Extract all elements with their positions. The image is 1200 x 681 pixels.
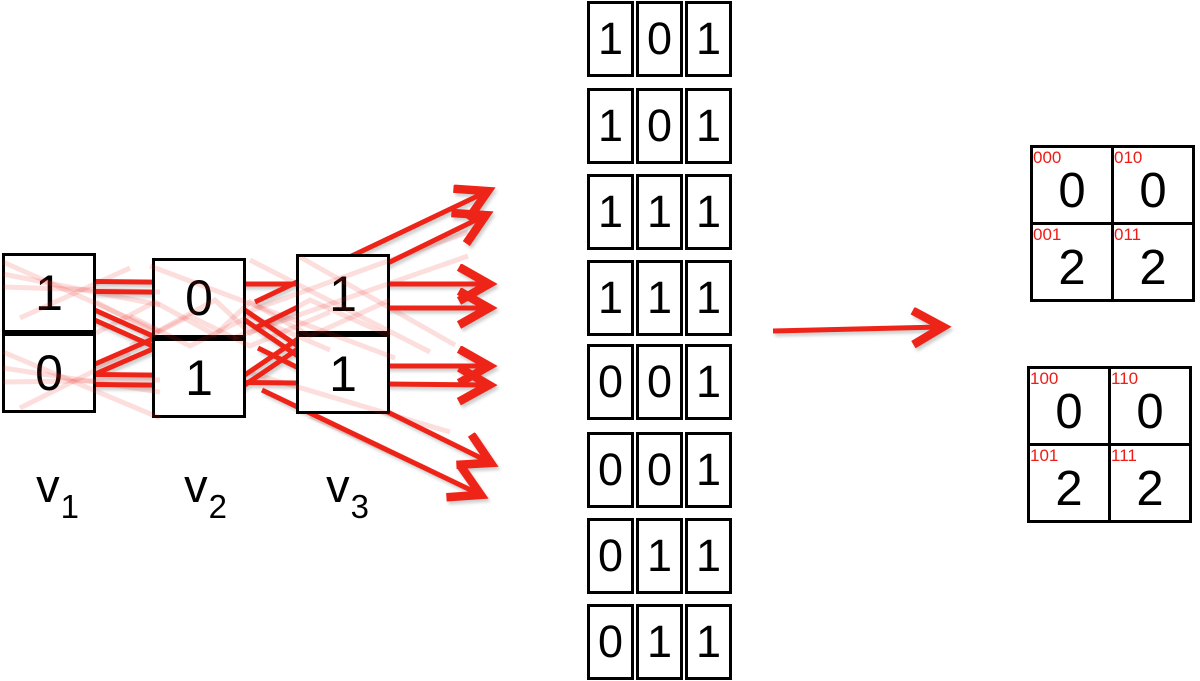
v2-cell-top: 0 [152, 258, 246, 338]
v2-sub: 2 [208, 488, 227, 526]
count-grid-bottom: 100 0 110 0 101 2 111 2 [1027, 366, 1192, 523]
observation-row-2: 1 0 1 [587, 88, 732, 164]
observation-cell: 0 [587, 344, 634, 420]
variable-column-v1: 1 0 [2, 253, 96, 413]
observation-cell: 1 [587, 260, 634, 336]
cell-count-value: 0 [1058, 164, 1086, 218]
v1-cell-bottom: 0 [2, 333, 96, 413]
cell-count-value: 2 [1055, 462, 1083, 516]
observation-row-8: 0 1 1 [587, 604, 732, 680]
cell-count-value: 2 [1058, 241, 1086, 295]
cell-code-label: 000 [1033, 148, 1062, 167]
variable-column-v2: 0 1 [152, 258, 246, 418]
observation-cell: 1 [685, 88, 732, 164]
observation-cell: 1 [685, 1, 732, 77]
cell-code-label: 001 [1033, 225, 1062, 244]
observation-row-1: 1 0 1 [587, 1, 732, 77]
count-cell-101: 101 2 [1027, 443, 1111, 523]
observation-cell: 0 [636, 432, 683, 508]
v2-name: v [184, 459, 208, 512]
observation-cell: 1 [587, 174, 634, 250]
cell-code-label: 100 [1030, 369, 1059, 388]
observation-cell: 0 [587, 432, 634, 508]
v3-cell-bottom: 1 [296, 334, 390, 414]
observation-cell: 1 [685, 518, 732, 594]
transform-arrow [772, 327, 941, 331]
observation-cell: 1 [685, 344, 732, 420]
observation-cell: 0 [636, 88, 683, 164]
observation-cell: 1 [685, 260, 732, 336]
count-cell-000: 000 0 [1030, 145, 1114, 225]
count-grid-top-row-1: 000 0 010 0 [1030, 145, 1195, 225]
v1-name: v [36, 459, 60, 512]
variable-label-v2: v2 [158, 458, 252, 525]
observation-cell: 1 [636, 518, 683, 594]
v1-cell-top: 1 [2, 253, 96, 333]
count-cell-110: 110 0 [1108, 366, 1192, 446]
observation-cell: 0 [587, 604, 634, 680]
variable-column-v3: 1 1 [296, 254, 390, 414]
count-grid-bottom-row-2: 101 2 111 2 [1027, 443, 1192, 523]
observation-cell: 1 [636, 174, 683, 250]
observation-cell: 0 [636, 344, 683, 420]
count-grid-top-row-2: 001 2 011 2 [1030, 222, 1195, 302]
count-grid-bottom-row-1: 100 0 110 0 [1027, 366, 1192, 446]
cell-count-value: 0 [1136, 385, 1164, 439]
count-cell-010: 010 0 [1111, 145, 1195, 225]
count-grid-top: 000 0 010 0 001 2 011 2 [1030, 145, 1195, 302]
cell-count-value: 0 [1055, 385, 1083, 439]
observation-row-4: 1 1 1 [587, 260, 732, 336]
observation-cell: 1 [636, 260, 683, 336]
count-cell-001: 001 2 [1030, 222, 1114, 302]
variable-label-v3: v3 [300, 458, 394, 525]
observation-cell: 1 [636, 604, 683, 680]
observation-row-7: 0 1 1 [587, 518, 732, 594]
variable-label-v1: v1 [10, 458, 104, 525]
v3-cell-top: 1 [296, 254, 390, 334]
count-cell-011: 011 2 [1111, 222, 1195, 302]
observation-cell: 1 [685, 432, 732, 508]
count-cell-111: 111 2 [1108, 443, 1192, 523]
v3-sub: 3 [350, 488, 369, 526]
observation-cell: 1 [587, 1, 634, 77]
cell-code-label: 011 [1114, 225, 1142, 244]
v3-name: v [326, 459, 350, 512]
observation-row-5: 0 0 1 [587, 344, 732, 420]
cell-code-label: 110 [1111, 369, 1139, 388]
cell-count-value: 2 [1136, 462, 1164, 516]
cell-count-value: 2 [1139, 241, 1167, 295]
observation-row-6: 0 0 1 [587, 432, 732, 508]
cell-count-value: 0 [1139, 164, 1167, 218]
cell-code-label: 101 [1030, 446, 1059, 465]
v1-sub: 1 [60, 488, 79, 526]
observation-row-3: 1 1 1 [587, 174, 732, 250]
v2-cell-bottom: 1 [152, 338, 246, 418]
observation-cell: 1 [587, 88, 634, 164]
observation-cell: 1 [685, 604, 732, 680]
observation-cell: 0 [587, 518, 634, 594]
cell-code-label: 010 [1114, 148, 1143, 167]
count-cell-100: 100 0 [1027, 366, 1111, 446]
observation-cell: 0 [636, 1, 683, 77]
cell-code-label: 111 [1111, 446, 1137, 465]
observation-cell: 1 [685, 174, 732, 250]
